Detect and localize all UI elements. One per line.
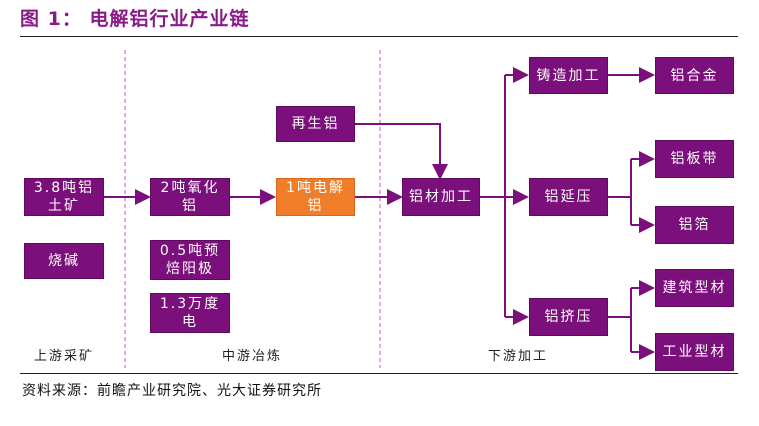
node-alloy-label: 铝合金 <box>670 67 719 84</box>
node-bauxite-label: 3.8吨铝 土矿 <box>33 180 95 214</box>
stage-upstream: 上游采矿 <box>34 349 95 364</box>
node-strip: 铝板带 <box>655 140 734 178</box>
node-building-profile-label: 建筑型材 <box>662 280 727 296</box>
node-recycled-label: 再生铝 <box>291 116 340 132</box>
node-extrusion-label: 铝挤压 <box>544 309 593 325</box>
node-processing-label: 铝材加工 <box>409 189 473 205</box>
node-foil-label: 铝箔 <box>678 217 711 233</box>
node-alumina-label: 2吨氧化 铝 <box>160 180 220 214</box>
node-alumina: 2吨氧化 铝 <box>150 178 230 216</box>
node-alloy: 铝合金 <box>655 57 734 94</box>
node-recycled: 再生铝 <box>276 106 355 142</box>
stage-midstream: 中游冶炼 <box>222 349 283 364</box>
node-industrial-profile-label: 工业型材 <box>662 344 727 360</box>
node-strip-label: 铝板带 <box>670 151 719 167</box>
node-industrial-profile: 工业型材 <box>655 333 734 371</box>
node-caustic-soda-label: 烧碱 <box>48 253 80 269</box>
node-anode-label: 0.5吨预 焙阳极 <box>159 243 221 277</box>
top-rule <box>20 36 738 37</box>
node-casting-label: 铸造加工 <box>536 67 601 84</box>
node-electrolytic: 1吨电解 铝 <box>276 178 355 216</box>
node-rolling-label: 铝延压 <box>544 189 593 205</box>
node-extrusion: 铝挤压 <box>529 298 608 336</box>
arrow-recycled-processing <box>355 123 448 180</box>
stage-downstream: 下游加工 <box>488 349 549 364</box>
node-electrolytic-label: 1吨电解 铝 <box>286 180 345 214</box>
node-foil: 铝箔 <box>655 206 734 244</box>
node-bauxite: 3.8吨铝 土矿 <box>24 178 104 216</box>
node-electricity: 1.3万度 电 <box>150 293 230 333</box>
node-processing: 铝材加工 <box>402 178 480 216</box>
figure-title: 图 1： 电解铝行业产业链 <box>20 8 250 30</box>
node-anode: 0.5吨预 焙阳极 <box>150 240 230 280</box>
node-building-profile: 建筑型材 <box>655 269 734 307</box>
source-note: 资料来源：前瞻产业研究院、光大证券研究所 <box>22 383 322 399</box>
node-casting: 铸造加工 <box>529 57 608 94</box>
node-rolling: 铝延压 <box>529 178 608 216</box>
node-caustic-soda: 烧碱 <box>24 243 104 279</box>
node-electricity-label: 1.3万度 电 <box>159 296 221 330</box>
bottom-rule <box>20 373 738 374</box>
